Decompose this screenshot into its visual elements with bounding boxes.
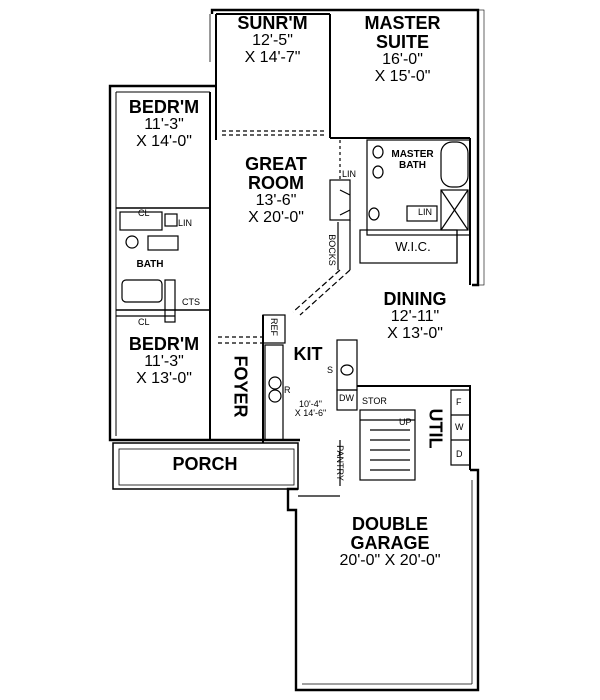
garage-name-1: DOUBLE: [352, 514, 428, 534]
bedroom-1-dim-2: X 14'-0": [136, 132, 192, 150]
master-bath-name-2: BATH: [398, 159, 427, 171]
kitchen-name: KIT: [293, 344, 323, 364]
dining-name: DINING: [383, 289, 447, 309]
lin-bed-label: LIN: [178, 218, 193, 228]
lin-gr-label: LIN: [418, 207, 433, 217]
stor-label: STOR: [362, 396, 387, 406]
pantry-label: PANTRY: [335, 445, 345, 481]
lin-master-label: LIN: [342, 169, 357, 179]
cts-label: CTS: [182, 297, 200, 307]
washer-f-label: F: [456, 397, 462, 407]
bedroom-1-dim-1: 11'-3": [144, 115, 184, 133]
util-label: UTIL: [425, 408, 446, 449]
up-label: UP: [399, 417, 412, 427]
bath-label: BATH: [136, 259, 164, 270]
great-room-label: GREAT ROOM 13'-6" X 20'-0": [225, 155, 327, 226]
porch-label: PORCH: [155, 455, 255, 474]
great-room-name-1: GREAT: [245, 154, 307, 174]
garage-label: DOUBLE GARAGE 20'-0" X 20'-0": [310, 515, 470, 570]
foyer-label: FOYER: [230, 355, 251, 418]
bedroom-2-name: BEDR'M: [128, 334, 200, 354]
master-suite-dim-2: X 15'-0": [374, 67, 431, 85]
porch-outline: [112, 442, 299, 490]
bedroom-1-name: BEDR'M: [128, 97, 200, 117]
dining-dim-1: 12'-11": [390, 307, 440, 325]
dining-dim-2: X 13'-0": [387, 324, 443, 342]
master-suite-name-1: MASTER: [364, 13, 441, 33]
sunroom-dim-2: X 14'-7": [244, 48, 301, 66]
bocks-label: BOCKS: [327, 234, 337, 266]
dining-label: DINING 12'-11" X 13'-0": [360, 290, 470, 342]
bedroom-2-dim-2: X 13'-0": [136, 369, 192, 387]
kitchen-dims: 10'-4" X 14'-6": [288, 399, 333, 419]
sunroom-label: SUNR'M 12'-5" X 14'-7": [220, 14, 325, 66]
kitchen-dim-2: X 14'-6": [294, 408, 327, 419]
garage-name-2: GARAGE: [350, 532, 430, 553]
kitchen-dim-1: 10'-4": [299, 399, 322, 409]
exterior-wall-left: [108, 84, 300, 442]
garage-dim: 20'-0" X 20'-0": [339, 551, 441, 569]
dw-label: DW: [339, 393, 354, 403]
porch-name: PORCH: [172, 454, 238, 474]
master-suite-label: MASTER SUITE 16'-0" X 15'-0": [340, 14, 465, 85]
sunroom-dim-1: 12'-5": [252, 31, 293, 49]
wic-label: W.I.C.: [395, 239, 431, 254]
kitchen-label: KIT: [288, 345, 328, 364]
cl-bottom-label: CL: [138, 317, 150, 327]
washer-w-label: W: [455, 422, 464, 432]
exterior-wall-garage: [286, 468, 480, 692]
bedroom-2-dim-1: 11'-3": [144, 352, 184, 370]
master-bath-name-1: MASTER: [391, 149, 434, 160]
cl-top-label: CL: [138, 208, 150, 218]
great-room-dim-1: 13'-6": [255, 191, 297, 209]
sunroom-name: SUNR'M: [237, 13, 308, 33]
master-suite-name-2: SUITE: [375, 31, 429, 52]
ref-label: REF: [269, 318, 279, 336]
master-suite-dim-1: 16'-0": [382, 50, 423, 68]
bedroom-2-label: BEDR'M 11'-3" X 13'-0": [118, 335, 210, 387]
range-label: R: [284, 385, 291, 395]
dryer-d-label: D: [456, 449, 463, 459]
bedroom-1-label: BEDR'M 11'-3" X 14'-0": [118, 98, 210, 150]
great-room-dim-2: X 20'-0": [248, 208, 304, 226]
great-room-name-2: ROOM: [248, 172, 304, 193]
sink-label: S: [327, 365, 334, 375]
master-bath-label: MASTER BATH: [385, 149, 440, 171]
